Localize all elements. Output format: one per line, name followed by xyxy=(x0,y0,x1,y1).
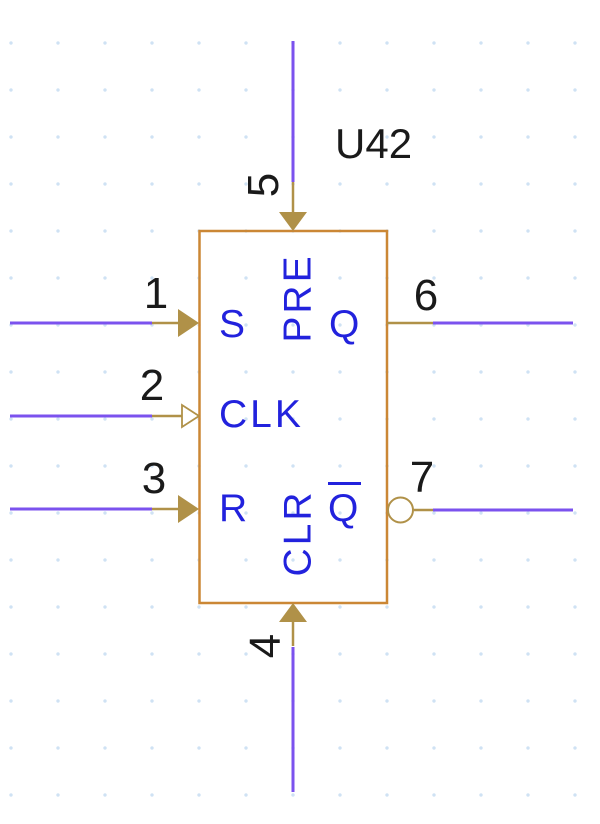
pin7-number: 7 xyxy=(409,453,435,502)
pin6-label-q: Q xyxy=(329,303,363,346)
pin1-arrowhead-icon[interactable] xyxy=(178,309,199,337)
component-body[interactable] xyxy=(198,229,389,605)
pin2-number: 2 xyxy=(139,361,165,410)
pin3-label-r: R xyxy=(219,487,251,530)
pin1-label-s: S xyxy=(219,303,249,346)
pin1-number: 1 xyxy=(143,269,169,318)
pin5-label-pre: PRE xyxy=(276,253,320,343)
pin4-label-clr: CLR xyxy=(276,489,320,577)
pin4-number: 4 xyxy=(241,633,290,659)
reference-designator[interactable]: U42 xyxy=(335,120,413,167)
pin7-inversion-bubble-icon[interactable] xyxy=(387,496,414,524)
pin2-label-clk: CLK xyxy=(219,393,304,436)
pin4-arrowhead-icon[interactable] xyxy=(279,603,307,622)
pin5-arrowhead-icon[interactable] xyxy=(279,212,307,231)
pin3-number: 3 xyxy=(141,454,167,503)
pin2-clock-arrowhead-icon[interactable] xyxy=(181,403,201,429)
pin6-number: 6 xyxy=(413,271,439,320)
pin7-label-qbar: Q xyxy=(328,482,362,528)
pin3-arrowhead-icon[interactable] xyxy=(178,495,199,523)
pin5-number: 5 xyxy=(239,172,288,198)
pin7-label-qbar-text: Q xyxy=(328,482,362,528)
